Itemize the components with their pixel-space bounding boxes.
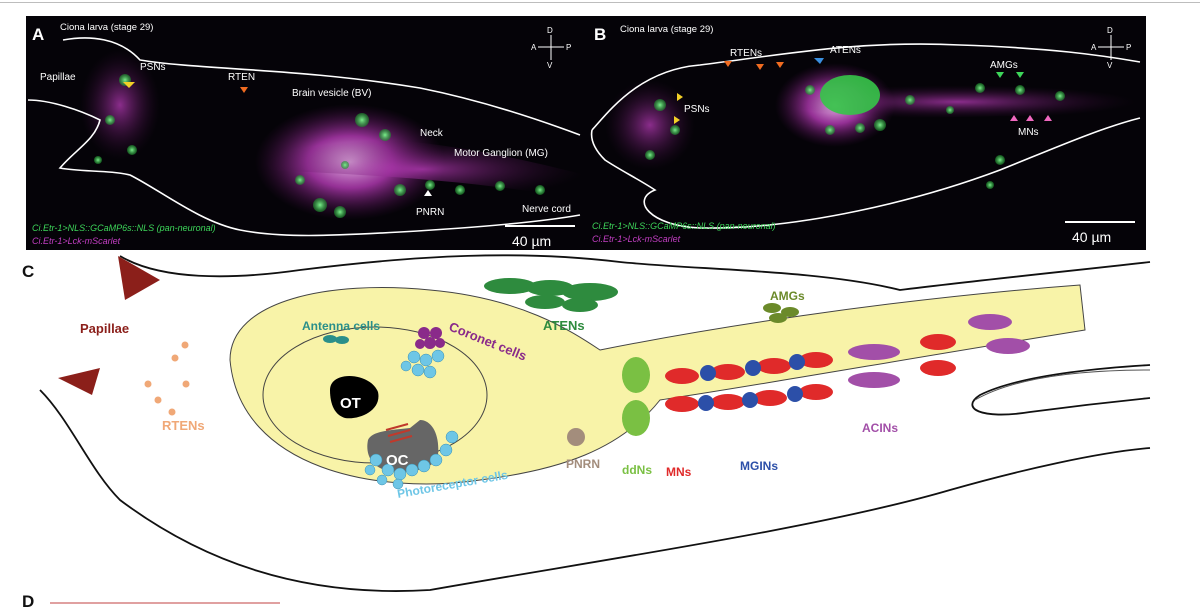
panel-c-photoreceptor-upper	[400, 349, 445, 379]
panel-b-axis-a: A	[1091, 43, 1097, 52]
panel-c-papilla-bottom	[58, 368, 100, 395]
panel-c-label-ddns: ddNs	[622, 463, 652, 477]
panel-a-legend-magenta: Ci.Etr-1>Lck-mScarlet	[32, 236, 121, 246]
panel-a-title: Ciona larva (stage 29)	[60, 22, 153, 33]
panel-c-label-amgs: AMGs	[770, 289, 805, 303]
panel-c-label-oc: OC	[386, 452, 409, 469]
panel-c-mgins	[698, 354, 805, 411]
panel-b-label-mns: MNs	[1018, 127, 1039, 138]
panel-c-ddn-lower	[622, 400, 650, 436]
panel-a-pnrn-arrow	[424, 190, 432, 196]
panel-c-antenna-cells	[323, 335, 349, 344]
panel-a-axis-cross	[538, 35, 564, 60]
panel-c-label-rtens: RTENs	[162, 418, 205, 433]
panel-b-label-rtens: RTENs	[730, 48, 762, 59]
panel-a-label-rten: RTEN	[228, 72, 255, 83]
panel-a-legend-green: Ci.Etr-1>NLS::GCaMP6s::NLS (pan-neuronal…	[32, 223, 216, 233]
panel-a-label-motor-ganglion: Motor Ganglion (MG)	[454, 148, 548, 159]
panel-b-axis-cross	[1098, 35, 1124, 60]
panel-a-axis-v: V	[547, 61, 553, 70]
panel-b-label-atens: ATENs	[830, 45, 861, 56]
panel-b-rten-arrow-2	[756, 64, 764, 70]
panel-b-label-amgs: AMGs	[990, 60, 1018, 71]
panel-b-letter: B	[594, 25, 606, 44]
panel-b-amg-arrow-2	[1016, 72, 1024, 78]
panel-a-rten-arrow	[240, 87, 248, 93]
panel-b-legend-green: Ci.Etr-1>NLS::GCaMP6s::NLS (pan-neuronal…	[592, 221, 776, 231]
panel-a	[26, 16, 586, 250]
panel-b-nuclei	[645, 75, 1065, 189]
panel-b-mn-arrow-1	[1010, 115, 1018, 121]
panel-a-label-brain-vesicle: Brain vesicle (BV)	[292, 88, 371, 99]
panel-a-label-psns: PSNs	[140, 62, 166, 73]
panel-b-psn-arrow-1	[677, 93, 683, 101]
panel-c-ddn-upper	[622, 357, 650, 393]
panel-a-label-papillae: Papillae	[40, 72, 76, 83]
panel-c-label-atens: ATENs	[543, 318, 585, 333]
panel-b-title: Ciona larva (stage 29)	[620, 24, 713, 35]
panel-a-axis-p: P	[566, 43, 571, 52]
panel-b-psn-arrow-2	[674, 116, 680, 124]
panel-c-mns	[665, 352, 833, 412]
panel-b	[586, 16, 1146, 250]
panel-c-red-mns-tail	[920, 334, 956, 376]
panel-c-letter: C	[22, 262, 34, 281]
panel-c-oc-lamellae	[385, 423, 413, 443]
panel-c-label-ot: OT	[340, 395, 361, 412]
panel-d-letter: D	[22, 592, 34, 607]
panel-b-axis-p: P	[1126, 43, 1131, 52]
panel-c-label-acins: ACINs	[862, 421, 898, 435]
panel-b-mn-arrow-3	[1044, 115, 1052, 121]
panel-b-mn-arrow-2	[1026, 115, 1034, 121]
panel-a-label-nerve-cord: Nerve cord	[522, 204, 571, 215]
panel-c-rtens	[144, 341, 190, 416]
panel-a-nuclei	[94, 74, 545, 218]
panel-c-oc	[367, 420, 439, 472]
panel-c-label-papillae: Papillae	[80, 321, 129, 336]
panel-b-amg-arrow-1	[996, 72, 1004, 78]
panel-c-label-antenna-cells: Antenna cells	[302, 319, 380, 333]
panel-b-label-psns: PSNs	[684, 104, 710, 115]
panel-c-body-outline	[39, 254, 1151, 592]
panel-c-atens	[484, 278, 618, 312]
panel-c-photoreceptor-lower	[364, 430, 459, 490]
panel-c-label-pnrn: PNRN	[566, 457, 600, 471]
panel-c-acins	[848, 314, 1030, 388]
panel-b-rten-arrow-1	[724, 61, 732, 67]
panel-b-rten-arrow-3	[776, 62, 784, 68]
panel-a-axis-d: D	[547, 26, 553, 35]
panel-a-body-outline	[27, 37, 581, 237]
panel-c-ot	[330, 375, 379, 419]
panel-c-cns	[229, 284, 1086, 485]
panel-b-scalebar-label: 40 µm	[1072, 229, 1111, 245]
panel-a-axis-a: A	[531, 43, 537, 52]
panel-b-axis-d: D	[1107, 26, 1113, 35]
panel-b-papillae-signal	[605, 80, 695, 170]
panel-b-aten-arrow	[814, 58, 824, 64]
panel-c-tail-outline	[974, 369, 1151, 401]
panel-a-papillae-signal	[80, 50, 160, 160]
panel-c	[39, 254, 1151, 592]
panel-a-label-pnrn: PNRN	[416, 207, 444, 218]
panel-c-label-mgins: MGINs	[740, 459, 778, 473]
panel-c-coronet-cells	[415, 327, 445, 349]
panel-c-pnrn	[567, 428, 585, 446]
panel-a-psn-arrow	[123, 82, 135, 88]
panel-c-amgs	[763, 303, 799, 323]
panel-a-letter: A	[32, 25, 44, 44]
panel-c-label-mns: MNs	[666, 465, 692, 479]
panel-c-papilla-top	[118, 256, 160, 300]
top-divider	[0, 2, 1200, 3]
panel-b-body-outline	[590, 43, 1141, 229]
panel-b-legend-magenta: Ci.Etr-1>Lck-mScarlet	[592, 234, 681, 244]
panel-a-label-neck: Neck	[420, 128, 444, 139]
panel-a-scalebar-label: 40 µm	[512, 233, 551, 249]
panel-b-axis-v: V	[1107, 61, 1113, 70]
